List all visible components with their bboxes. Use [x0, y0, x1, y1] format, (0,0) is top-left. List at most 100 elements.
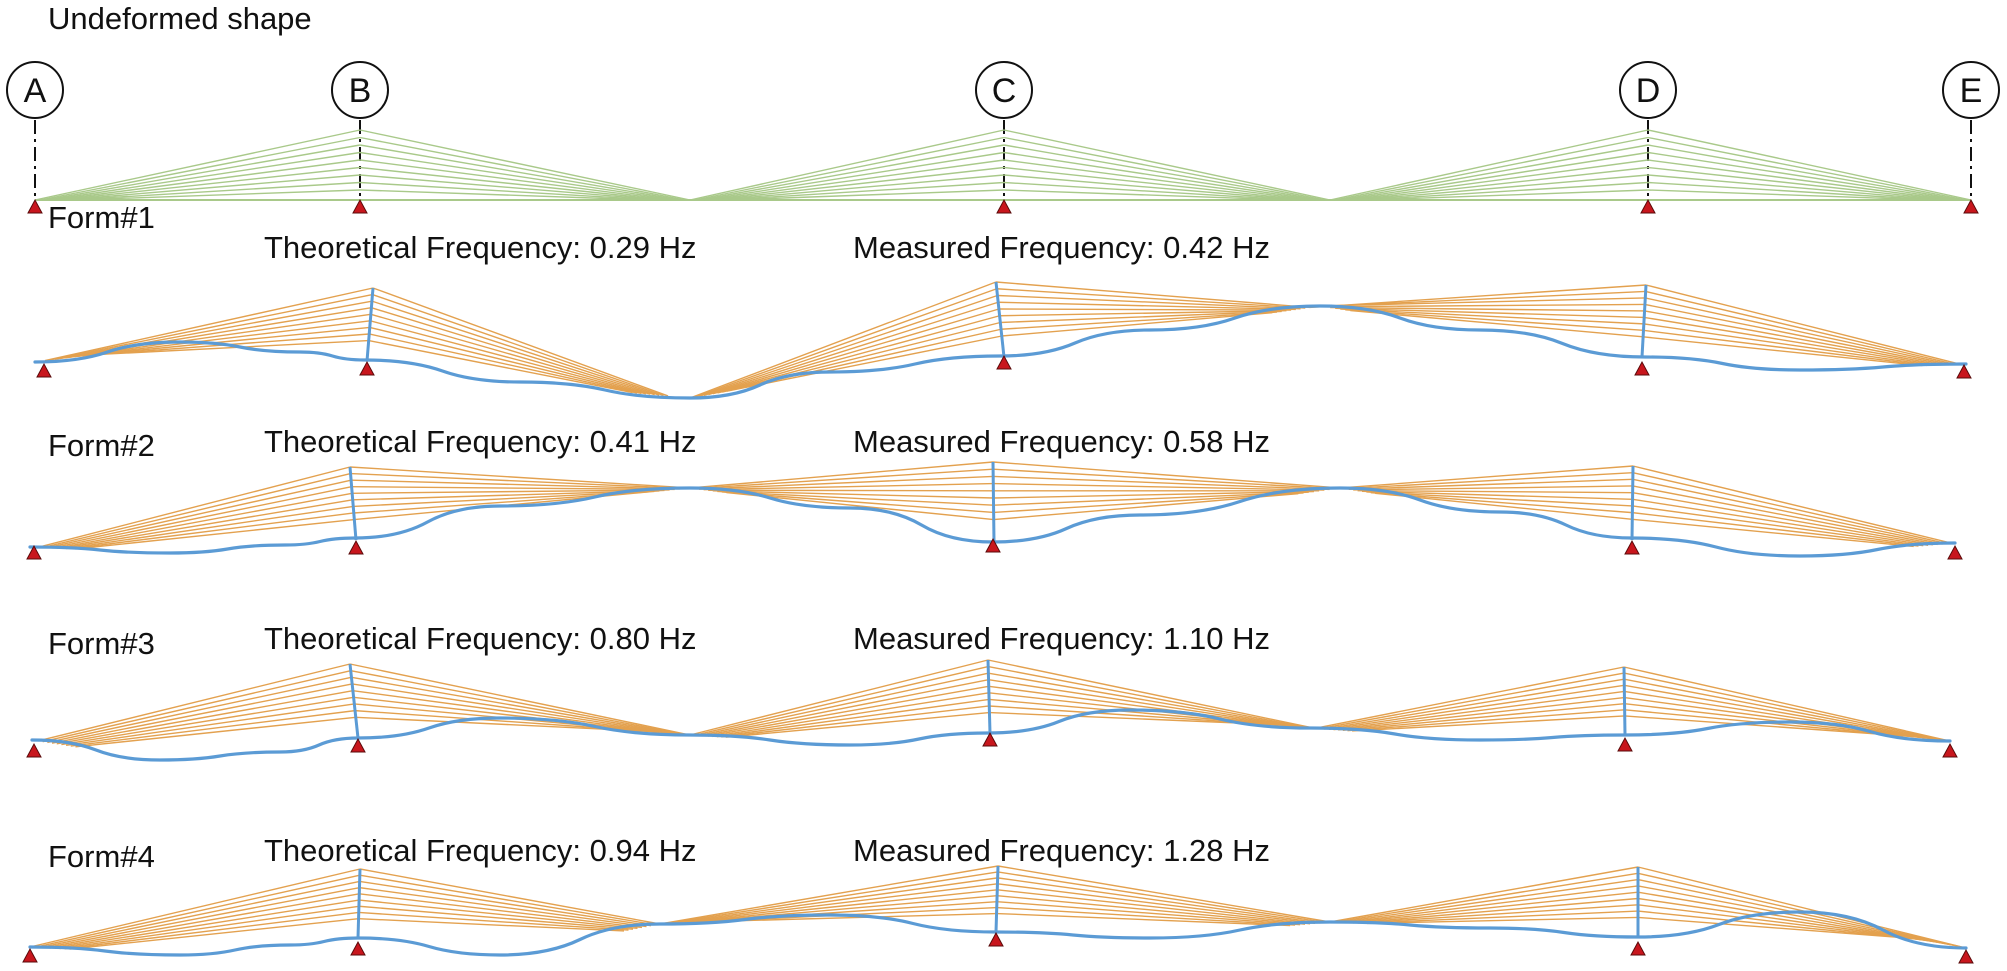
theoretical-frequency-4: Theoretical Frequency: 0.94 Hz: [264, 833, 697, 868]
mode-2-cable-3-right-6: [1632, 498, 1929, 546]
mode-4-cable-2-right-9: [996, 912, 1291, 927]
undeformed-cable-3-left-2: [1334, 136, 1649, 201]
mode-1-cable-3-right-4: [1644, 303, 1947, 366]
undeformed-cable-3-right-4: [1647, 151, 1957, 201]
mode-4-cable-3-left-4: [1343, 885, 1639, 924]
mode-2-cable-3-right-8: [1632, 511, 1919, 547]
mode-4-cable-1-left-6: [54, 899, 360, 950]
undeformed-cable-2-right-6: [1003, 166, 1306, 201]
mode-row-2-labels: Form#2 Theoretical Frequency: 0.41 Hz Me…: [48, 424, 1270, 463]
mode-1-cable-2-left-5: [708, 308, 1000, 396]
mode-3-cable-3-right-4: [1624, 684, 1936, 740]
undeformed-cable-3-left-1: [1329, 129, 1649, 201]
mode-3-cable-2-right-4: [988, 679, 1301, 728]
mode-3-cable-1-right-5: [352, 689, 670, 734]
mode-4-cable-1-left-8: [64, 911, 359, 950]
mode-3-support-2: [350, 737, 366, 753]
mode-4-tower-1: [356, 868, 362, 939]
mode-2-cable-3-left-3: [1348, 478, 1633, 491]
mode-1-cable-3-left-7: [1340, 308, 1644, 325]
mode-2-cable-1-left-9: [75, 518, 355, 550]
measured-frequency-3: Measured Frequency: 1.10 Hz: [853, 621, 1270, 656]
mode-1-cable-1-right-5: [370, 313, 651, 395]
mode-1-cable-2-left-6: [712, 315, 1000, 395]
axis-label-c: C: [992, 72, 1017, 110]
mode-4-cable-2-left-6: [685, 895, 998, 924]
mode-3-cable-3-right-2: [1623, 672, 1946, 742]
axis-marker-c: C: [975, 61, 1033, 119]
mode-3-cable-3-left-6: [1338, 696, 1625, 731]
mode-row-1-labels: Form#1 Theoretical Frequency: 0.29 Hz Me…: [48, 200, 1270, 265]
mode-1-cable-2-right-3: [997, 294, 1301, 310]
mode-3-tower-3: [1622, 666, 1627, 736]
mode-3-support-1: [26, 742, 42, 758]
mode-1-cable-3-right-2: [1645, 290, 1956, 366]
undeformed-cable-3-right-9: [1647, 189, 1933, 201]
mode-4-cable-2-right-4: [997, 883, 1316, 925]
undeformed-cable-1-right-2: [359, 136, 686, 201]
mode-1-tower-3: [1640, 284, 1648, 358]
mode-2-cable-1-right-4: [351, 486, 675, 491]
mode-4-cable-2-right-7: [996, 900, 1301, 926]
axis-marker-d: D: [1619, 61, 1677, 119]
mode-3-cable-2-right-5: [988, 685, 1296, 728]
mode-3-cable-2-left-7: [716, 698, 990, 738]
axis-markers: A B C D E: [6, 61, 2000, 119]
mode-2-deck: [28, 486, 1957, 558]
mode-3-cable-3-right-5: [1624, 690, 1931, 740]
mode-row-4-labels: Form#4 Theoretical Frequency: 0.94 Hz Me…: [48, 833, 1270, 874]
mode-3-cable-3-left-5: [1333, 690, 1625, 731]
mode-3-cable-1-left-1: [37, 663, 351, 742]
mode-4-cable-2-right-6: [997, 895, 1306, 925]
mode-3-cable-3-left-8: [1347, 709, 1625, 732]
mode-2-cable-2-left-1: [689, 461, 994, 489]
mode-3-cable-3-left-7: [1342, 703, 1625, 732]
mode-1-cable-1-right-8: [369, 333, 638, 394]
mode-1-cable-1-right-4: [371, 307, 655, 396]
undeformed-cable-1-left-5: [54, 159, 361, 201]
measured-frequency-2: Measured Frequency: 0.58 Hz: [853, 424, 1270, 459]
measured-frequency-1: Measured Frequency: 0.42 Hz: [853, 230, 1270, 265]
undeformed-cable-2-right-4: [1003, 151, 1316, 201]
mode-shape-3: [26, 659, 1958, 762]
mode-2-cable-2-left-4: [703, 482, 994, 491]
mode-3-cable-1-right-1: [349, 663, 691, 736]
axis-label-e: E: [1960, 72, 1983, 110]
undeformed-cable-2-right-1: [1003, 129, 1331, 201]
mode-1-cable-1-left-1: [44, 287, 374, 362]
mode-2-cable-2-left-8: [721, 491, 994, 514]
mode-4-cable-3-right-2: [1637, 872, 1962, 948]
mode-2-support-3: [985, 537, 1001, 553]
mode-3-cable-1-left-7: [65, 703, 355, 747]
undeformed-cable-1-right-6: [359, 166, 666, 201]
mode-1-cable-1-left-9: [84, 339, 369, 356]
mode-1-cable-3-left-6: [1335, 307, 1645, 319]
undeformed-cable-1-right-3: [359, 144, 681, 201]
mode-4-cable-2-left-4: [675, 883, 998, 924]
mode-2-cable-2-right-2: [993, 468, 1335, 490]
measured-frequency-4: Measured Frequency: 1.28 Hz: [853, 833, 1270, 868]
mode-label-1: Form#1: [48, 200, 155, 235]
mode-3-tower-2: [986, 659, 992, 734]
mode-3-cable-2-left-2: [694, 665, 989, 736]
mode-4-cable-3-left-1: [1329, 866, 1639, 923]
undeformed-cable-3-right-7: [1647, 174, 1942, 201]
undeformed-cable-1-left-2: [39, 136, 361, 201]
mode-4-cable-1-left-4: [44, 886, 360, 949]
mode-row-3-labels: Form#3 Theoretical Frequency: 0.80 Hz Me…: [48, 621, 1270, 661]
mode-3-cable-2-left-4: [703, 679, 989, 737]
mode-3-cable-1-left-4: [51, 683, 353, 744]
mode-1-cable-3-left-9: [1350, 309, 1644, 338]
mode-3-cable-3-right-9: [1624, 715, 1911, 738]
undeformed-cable-1-left-7: [64, 174, 361, 201]
mode-1-support-2: [359, 360, 375, 376]
figure-title: Undeformed shape: [48, 1, 312, 36]
undeformed-cable-2-left-5: [708, 159, 1005, 201]
mode-3-cable-2-left-3: [698, 672, 989, 737]
mode-4-cable-2-right-1: [997, 865, 1331, 923]
mode-3-cable-3-right-3: [1624, 678, 1941, 741]
mode-1-cable-3-right-7: [1643, 323, 1932, 366]
mode-4-cable-3-right-9: [1637, 916, 1927, 941]
mode-3-cable-1-left-3: [47, 676, 352, 744]
mode-2-cable-3-left-1: [1339, 465, 1634, 489]
